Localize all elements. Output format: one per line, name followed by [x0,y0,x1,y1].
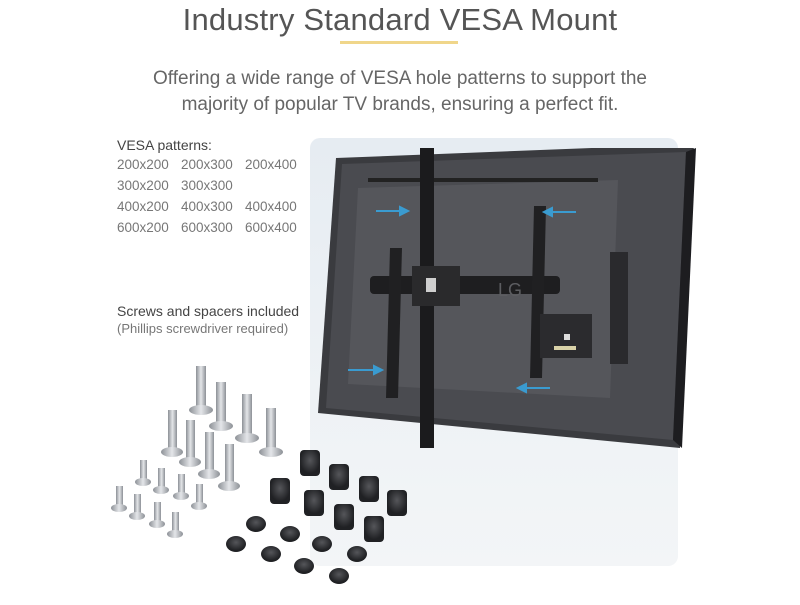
svg-text:LG: LG [498,280,522,300]
vesa-pattern: 200x400 [245,157,297,172]
subtitle-line-2: majority of popular TV brands, ensuring … [181,94,619,115]
page-title: Industry Standard VESA Mount [182,2,618,37]
vesa-pattern: 600x300 [181,220,233,235]
vesa-pattern: 200x300 [181,157,233,172]
vesa-patterns-list: 200x200 200x300 200x400 300x200 300x300 … [117,156,309,237]
subtitle-line-1: Offering a wide range of VESA hole patte… [153,68,647,89]
vesa-pattern: 400x400 [245,199,297,214]
vesa-pattern: 300x200 [117,178,169,193]
vesa-pattern: 600x400 [245,220,297,235]
vesa-pattern: 400x200 [117,199,169,214]
vesa-pattern: 200x200 [117,157,169,172]
vesa-pattern: 600x200 [117,220,169,235]
page-subtitle: Offering a wide range of VESA hole patte… [0,66,800,118]
vesa-pattern [245,177,309,195]
screws-and-spacers-image [100,360,430,600]
screws-note: (Phillips screwdriver required) [117,321,289,336]
screws-heading: Screws and spacers included [117,303,300,319]
vesa-patterns-heading: VESA patterns: [117,137,212,153]
title-accent-divider [340,41,458,44]
tv-back-with-mount-image: LG [318,128,698,458]
vesa-pattern: 300x300 [181,178,233,193]
vesa-pattern: 400x300 [181,199,233,214]
